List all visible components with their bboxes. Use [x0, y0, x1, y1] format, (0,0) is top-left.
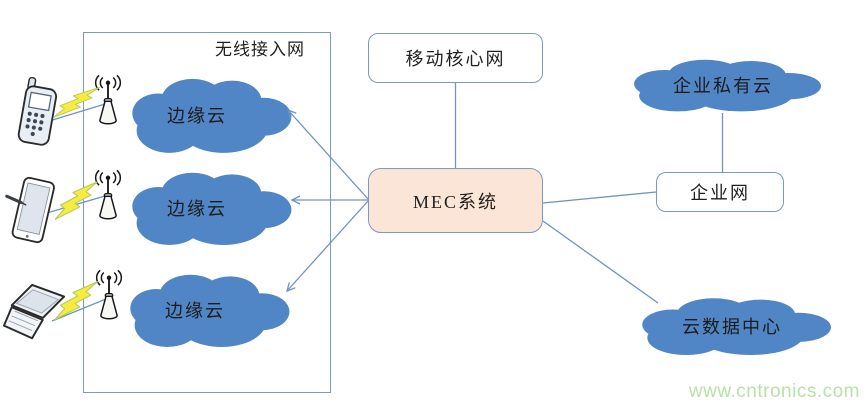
edge-cloud-1: 边缘云 [122, 72, 294, 158]
enterprise-network-label: 企业网 [690, 183, 750, 203]
cloud-icon [132, 172, 292, 245]
cloud-icon [634, 59, 821, 112]
cloud-icon [132, 78, 292, 153]
antenna-icon [92, 262, 126, 329]
mobile-core-network-label: 移动核心网 [405, 49, 506, 69]
antenna-icon [91, 162, 125, 229]
edge-cloud-2: 边缘云 [122, 166, 294, 250]
watermark-text: www.cntronics.com [688, 381, 860, 402]
cloud-icon [130, 274, 290, 347]
edge-cloud-2-label: 边缘云 [167, 199, 227, 219]
antenna-icon [91, 67, 125, 134]
laptop-icon [3, 282, 67, 348]
mobile-phone-icon [15, 77, 63, 150]
enterprise-private-cloud-label: 企业私有云 [673, 76, 773, 96]
connector-mec-to-datacenter [542, 220, 659, 304]
cloud-data-center-label: 云数据中心 [682, 317, 782, 337]
mec-system-label: MEC系统 [412, 191, 498, 212]
connector-mec-to-entbox [542, 191, 657, 204]
edge-cloud-3: 边缘云 [120, 268, 292, 352]
cloud-icon [642, 298, 831, 356]
enterprise-network-box: 企业网 [656, 172, 784, 212]
mobile-core-network-box: 移动核心网 [368, 33, 543, 83]
wireless-access-network-label: 无线接入网 [215, 40, 305, 59]
cloud-data-center: 云数据中心 [630, 293, 834, 359]
tablet-icon [5, 171, 59, 253]
mec-system-box: MEC系统 [368, 168, 543, 233]
edge-cloud-3-label: 边缘云 [165, 301, 225, 321]
enterprise-private-cloud: 企业私有云 [622, 55, 824, 115]
edge-cloud-1-label: 边缘云 [167, 106, 227, 126]
